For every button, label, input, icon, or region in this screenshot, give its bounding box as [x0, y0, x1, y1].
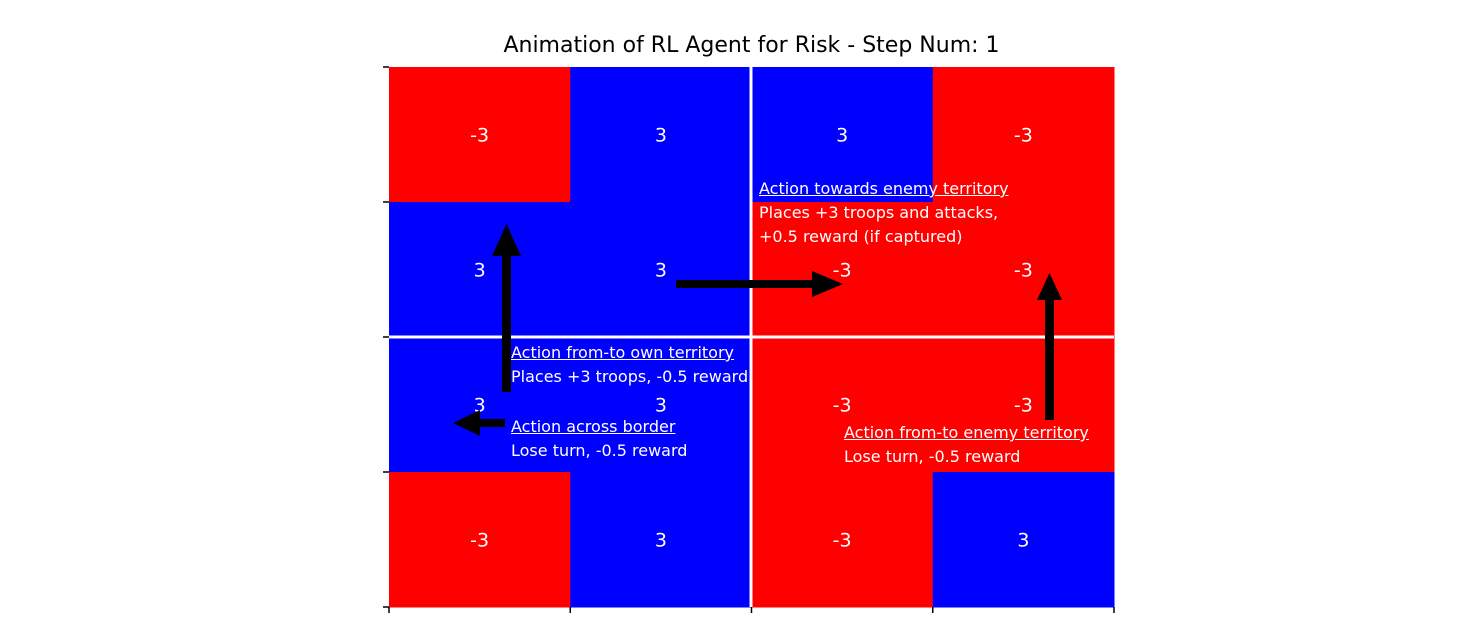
territory-cell-r1-c2 — [751, 202, 934, 338]
troop-label-r2-c2: -3 — [833, 395, 852, 417]
territory-cell-r0-c3 — [932, 67, 1115, 203]
territory-cell-r1-c3 — [932, 202, 1115, 338]
annotation-towards-enemy: Action towards enemy territory Places +3… — [759, 177, 1009, 249]
troop-label-r0-c1: 3 — [655, 125, 667, 147]
arrow-up-enemy-territory — [1037, 273, 1062, 420]
territory-cell-r0-c1 — [570, 67, 752, 203]
troop-label-r2-c3: -3 — [1014, 395, 1033, 417]
troop-label-r3-c1: 3 — [655, 530, 667, 552]
territory-cell-r2-c2 — [751, 337, 934, 473]
territory-cell-r2-c3 — [932, 337, 1115, 473]
troop-label-r3-c0: -3 — [470, 530, 489, 552]
annotation-towards-enemy-heading: Action towards enemy territory — [759, 179, 1009, 198]
annotation-enemy-to-enemy-heading: Action from-to enemy territory — [844, 423, 1089, 442]
annotation-towards-enemy-line-2: +0.5 reward (if captured) — [759, 227, 963, 246]
annotation-across-border-line-1: Lose turn, -0.5 reward — [511, 441, 688, 460]
annotation-enemy-to-enemy-line-1: Lose turn, -0.5 reward — [844, 447, 1021, 466]
page-title: Animation of RL Agent for Risk - Step Nu… — [503, 33, 1000, 58]
arrow-up-own-territory — [492, 224, 521, 392]
troop-label-r1-c3: -3 — [1014, 260, 1033, 282]
annotation-own-territory: Action from-to own territory Places +3 t… — [511, 341, 748, 389]
troop-label-r0-c3: -3 — [1014, 125, 1033, 147]
territory-cell-r1-c1 — [570, 202, 752, 338]
territory-cell-r3-c3 — [932, 472, 1115, 608]
troop-label-r2-c0: 3 — [474, 395, 486, 417]
troop-label-r0-c2: 3 — [836, 125, 848, 147]
territory-cell-r2-c0 — [389, 337, 571, 473]
annotation-across-border: Action across border Lose turn, -0.5 rew… — [511, 415, 687, 463]
troop-label-r2-c1: 3 — [655, 395, 667, 417]
territory-cell-r1-c0 — [389, 202, 571, 338]
troop-label-r3-c3: 3 — [1017, 530, 1029, 552]
action-arrows — [453, 224, 1062, 436]
territory-cell-r3-c1 — [570, 472, 752, 608]
troop-labels: -3 3 3 -3 3 3 -3 -3 3 3 -3 -3 -3 3 -3 3 — [470, 125, 1033, 552]
troop-label-r3-c2: -3 — [833, 530, 852, 552]
arrow-right-towards-enemy — [676, 271, 843, 297]
annotation-across-border-heading: Action across border — [511, 417, 676, 436]
annotation-own-territory-heading: Action from-to own territory — [511, 343, 734, 362]
annotation-own-territory-line-1: Places +3 troops, -0.5 reward — [511, 367, 749, 386]
territory-cell-r3-c2 — [751, 472, 934, 608]
territory-cell-r0-c0 — [389, 67, 571, 203]
troop-label-r1-c0: 3 — [474, 260, 486, 282]
territory-grid — [389, 67, 1115, 608]
troop-label-r1-c2: -3 — [833, 260, 852, 282]
troop-label-r1-c1: 3 — [655, 260, 667, 282]
annotation-towards-enemy-line-1: Places +3 troops and attacks, — [759, 203, 999, 222]
territory-cell-r3-c0 — [389, 472, 571, 608]
territory-cell-r2-c1 — [570, 337, 752, 473]
axis-ticks — [383, 66, 1115, 613]
territory-cell-r0-c2 — [751, 67, 934, 203]
annotation-enemy-to-enemy: Action from-to enemy territory Lose turn… — [844, 421, 1089, 469]
arrow-left-across-border — [453, 410, 505, 436]
troop-label-r0-c0: -3 — [470, 125, 489, 147]
